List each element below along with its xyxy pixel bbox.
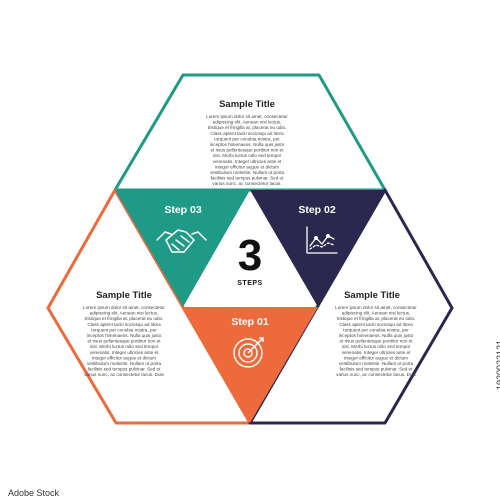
panel-body-line: tristique et fringilla at, placerat eu o… [337, 316, 416, 321]
panel-body-line: venenatis. Integer ultricies ante et [342, 350, 411, 355]
step-01-triangle [183, 307, 318, 423]
panel-body-line: tristique et fringilla at, placerat eu o… [208, 125, 287, 130]
panel-body-line: et risus pellentesque porttitor non et [339, 339, 413, 344]
panel-body-line: facilisis sed tempus pulvinar. Sed et [88, 367, 161, 372]
right-panel-title: Sample Title [344, 290, 400, 301]
center-number: 3 [238, 231, 262, 280]
panel-body-line: integer efficitur augue et dictum [344, 355, 408, 360]
panel-body-line: torquent per conubia nostra, per [91, 327, 157, 332]
step-03-label: Step 03 [164, 204, 202, 216]
panel-body-line: nisi. Morbi luctus odio sed tempor [342, 344, 411, 349]
top-panel-title: Sample Title [219, 99, 275, 110]
watermark-id: 1920022121 [495, 340, 500, 391]
panel-body-line: venenatis. Integer ultricies ante et [213, 159, 282, 164]
panel-body-line: venenatis. Integer ultricies ante et [90, 350, 159, 355]
panel-body-line: vestibulum molestie. Nullam ut porta [339, 361, 413, 366]
panel-body-line: varius nunc, ac consectetur lacus. Duis [336, 372, 416, 377]
panel-body-line: Class aptent taciti sociosqu ad litora [339, 322, 413, 327]
panel-body-line: torquent per conubia nostra, per [214, 136, 280, 141]
panel-body-line: et risus pellentesque porttitor non et [210, 148, 284, 153]
step-01-label: Step 01 [231, 316, 269, 328]
panel-body-line: torquent per conubia nostra, per [343, 327, 409, 332]
target-icon [233, 337, 264, 368]
handshake-icon [156, 229, 207, 253]
panel-body-line: facilisis sed tempus pulvinar. Sed et [340, 367, 413, 372]
panel-body-line: facilisis sed tempus pulvinar. Sed et [211, 176, 284, 181]
left-panel-outline [46, 188, 252, 425]
panel-body-line: integer efficitur augue et dictum [92, 355, 156, 360]
panel-body-line: inceptos himenaeos. Nulla quis justo [339, 333, 414, 338]
panel-body-line: adipiscing elit. Aenean nisi lectus, [213, 120, 281, 125]
panel-body-line: inceptos himenaeos. Nulla quis justo [87, 333, 162, 338]
panel-body-line: nisi. Morbi luctus odio sed tempor [90, 344, 159, 349]
line-chart-icon [306, 226, 338, 254]
panel-body-line: varius nunc, ac consectetur lacus. [212, 181, 281, 186]
panel-body-line: Lorem ipsum dolor sit amet, consectetur [83, 305, 165, 310]
center-label: STEPS [237, 280, 262, 287]
panel-body-line: Lorem ipsum dolor sit amet, consectetur [206, 114, 288, 119]
panel-body-line: vestibulum molestie. Nullam ut porta [87, 361, 161, 366]
panel-body-line: inceptos himenaeos. Nulla quis justo [210, 142, 285, 147]
panel-body-line: Class aptent taciti sociosqu ad litora [87, 322, 161, 327]
panel-body-line: integer efficitur augue et dictum [215, 164, 279, 169]
panel-body-line: nisi. Morbi luctus odio sed tempor [213, 153, 282, 158]
watermark-strip [478, 0, 500, 500]
step-02-label: Step 02 [298, 204, 336, 216]
watermark-logo: Adobe Stock [8, 488, 60, 498]
panel-body-line: tristique et fringilla at, placerat eu o… [85, 316, 164, 321]
panel-body-line: Lorem ipsum dolor sit amet, consectetur [335, 305, 417, 310]
step-02-triangle [250, 190, 385, 307]
panel-body-line: varius nunc, ac consectetur lacus. Duis [84, 372, 164, 377]
panel-body-line: adipiscing elit. Aenean nisi lectus, [90, 311, 158, 316]
step-03-triangle [115, 190, 250, 307]
left-panel-title: Sample Title [96, 290, 152, 301]
panel-body-line: et risus pellentesque porttitor non et [87, 339, 161, 344]
panel-body-line: vestibulum molestie. Nullam ut porta [210, 170, 284, 175]
panel-body-line: Class aptent taciti sociosqu ad litora [210, 131, 284, 136]
panel-body-line: adipiscing elit. Aenean nisi lectus, [342, 311, 410, 316]
